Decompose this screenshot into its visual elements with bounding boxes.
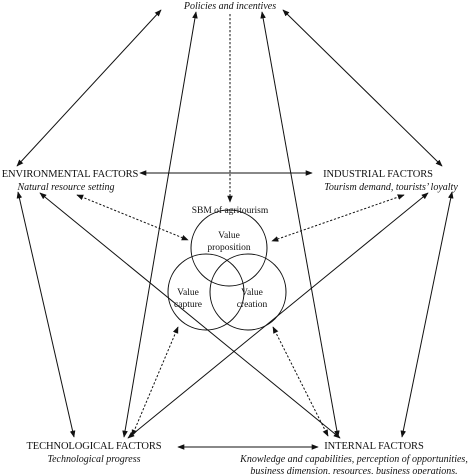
policies-environmental-arrow bbox=[16, 9, 162, 167]
technological-factors-title: TECHNOLOGICAL FACTORS bbox=[26, 441, 161, 452]
internal-factors-subtitle-line1: Knowledge and capabilities, perception o… bbox=[239, 454, 468, 465]
policies-label: Policies and incentives bbox=[183, 1, 276, 12]
value-capture-label-2: capture bbox=[174, 300, 202, 310]
value-creation-label-1: Value bbox=[241, 288, 263, 298]
policies-internal-arrow bbox=[260, 11, 340, 438]
industrial-sbm-dashed-arrow bbox=[271, 194, 405, 242]
internal-sbm-dashed-arrow bbox=[272, 326, 329, 437]
internal-factors-subtitle-line2: business dimension, resources, business … bbox=[250, 466, 457, 474]
policies-industrial-arrow bbox=[282, 9, 443, 167]
industrial-factors-title: INDUSTRIAL FACTORS bbox=[323, 169, 433, 180]
environmental-technological-arrow bbox=[16, 191, 76, 438]
environmental-internal-arrow bbox=[39, 192, 341, 439]
environmental-factors-title: ENVIRONMENTAL FACTORS bbox=[2, 169, 139, 180]
environmental-sbm-dashed-arrow bbox=[76, 194, 189, 241]
internal-factors-title: INTERNAL FACTORS bbox=[324, 441, 424, 452]
technological-factors-subtitle: Technological progress bbox=[47, 454, 140, 465]
value-creation-label-2: creation bbox=[237, 300, 268, 310]
technological-sbm-dashed-arrow bbox=[131, 326, 179, 437]
value-capture-label-1: Value bbox=[177, 288, 199, 298]
value-proposition-label-2: proposition bbox=[207, 243, 251, 253]
policies-technological-arrow bbox=[122, 11, 198, 438]
environmental-factors-subtitle: Natural resource setting bbox=[16, 182, 114, 193]
value-proposition-label-1: Value bbox=[218, 231, 240, 241]
industrial-technological-arrow bbox=[127, 192, 429, 439]
industrial-internal-arrow bbox=[400, 191, 454, 438]
industrial-factors-subtitle: Tourism demand, tourists’ loyalty bbox=[324, 182, 458, 193]
